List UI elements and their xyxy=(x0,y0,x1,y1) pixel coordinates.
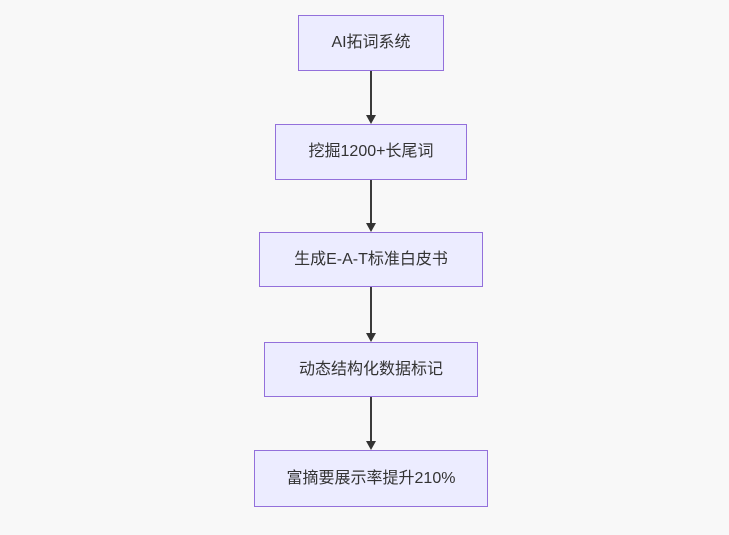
flow-arrow-4 xyxy=(366,397,376,450)
flowchart-node-2: 挖掘1200+长尾词 xyxy=(275,124,467,180)
flow-arrow-1 xyxy=(366,71,376,124)
flowchart-node-4: 动态结构化数据标记 xyxy=(264,342,478,397)
arrow-line xyxy=(370,397,372,442)
flowchart-node-3-label: 生成E-A-T标准白皮书 xyxy=(294,250,448,268)
flowchart-node-1: AI拓词系统 xyxy=(298,15,444,71)
arrow-line xyxy=(370,180,372,224)
arrow-head-icon xyxy=(366,333,376,342)
flow-arrow-3 xyxy=(366,287,376,342)
arrow-head-icon xyxy=(366,441,376,450)
flowchart-node-1-label: AI拓词系统 xyxy=(331,34,411,52)
arrow-head-icon xyxy=(366,223,376,232)
flowchart-node-5: 富摘要展示率提升210% xyxy=(254,450,488,507)
flow-arrow-2 xyxy=(366,180,376,232)
flowchart-node-2-label: 挖掘1200+长尾词 xyxy=(308,143,434,161)
flowchart-node-5-label: 富摘要展示率提升210% xyxy=(286,469,456,487)
flowchart-node-3: 生成E-A-T标准白皮书 xyxy=(259,232,483,287)
arrow-head-icon xyxy=(366,115,376,124)
flowchart-node-4-label: 动态结构化数据标记 xyxy=(298,360,443,378)
arrow-line xyxy=(370,71,372,116)
arrow-line xyxy=(370,287,372,334)
